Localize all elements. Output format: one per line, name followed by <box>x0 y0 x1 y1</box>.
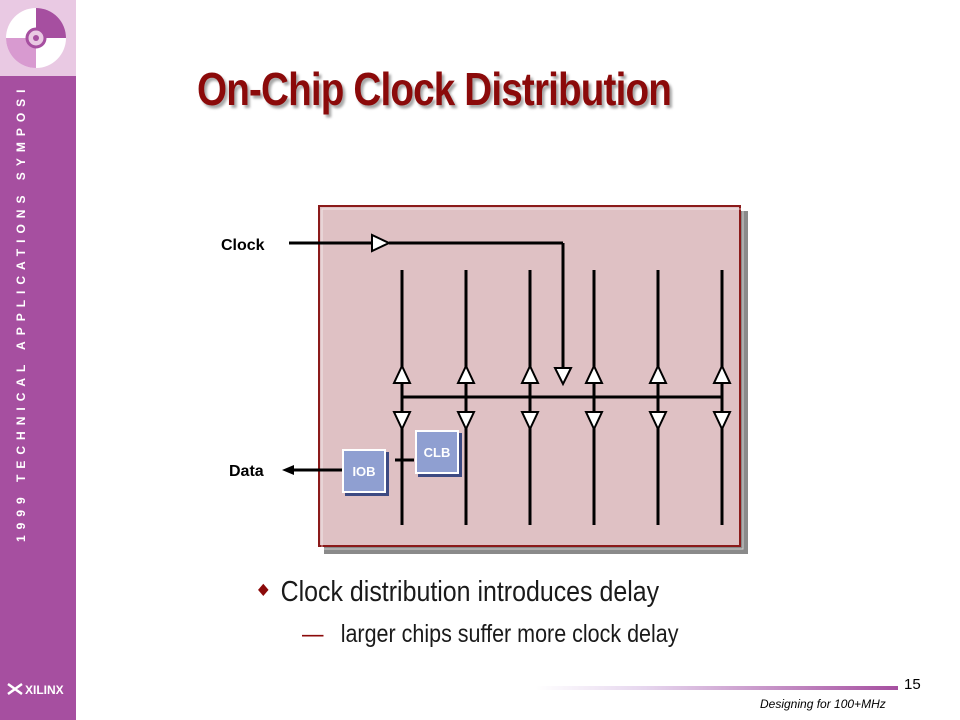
column-buffer-up-icon <box>392 363 412 384</box>
symposium-vertical-text: 1999 TECHNICAL APPLICATIONS SYMPOSIUM <box>14 90 28 542</box>
sidebar: 1999 TECHNICAL APPLICATIONS SYMPOSIUM XI… <box>0 0 76 720</box>
data-label: Data <box>229 463 264 480</box>
clb-block: CLB <box>415 430 459 474</box>
column-buffer-down-icon <box>456 411 476 432</box>
iob-block: IOB <box>342 449 386 493</box>
clock-buffer-down-icon <box>553 367 573 387</box>
clock-label: Clock <box>221 237 265 254</box>
xilinx-logo: XILINX <box>6 678 70 700</box>
diamond-bullet-icon: ◆ <box>258 581 269 599</box>
column-buffer-down-icon <box>712 411 732 432</box>
column-buffer-down-icon <box>520 411 540 432</box>
column-buffer-down-icon <box>392 411 412 432</box>
dash-bullet-icon: — <box>302 620 324 648</box>
column-buffer-down-icon <box>648 411 668 432</box>
footer-text: Designing for 100+MHz <box>760 697 886 711</box>
symposium-text: 1999 TECHNICAL APPLICATIONS SYMPOSIUM <box>14 90 28 542</box>
bullet-sub: — larger chips suffer more clock delay <box>302 620 678 649</box>
data-arrow-icon <box>282 465 294 475</box>
column-buffer-up-icon <box>584 363 604 384</box>
bullet-main: ◆ Clock distribution introduces delay <box>258 576 659 609</box>
page-title: On-Chip Clock Distribution <box>197 63 672 115</box>
bullet-sub-text: larger chips suffer more clock delay <box>340 620 679 648</box>
page-number: 15 <box>904 676 921 693</box>
column-buffer-down-icon <box>584 411 604 432</box>
footer-bar <box>536 686 898 690</box>
column-buffer-up-icon <box>456 363 476 384</box>
bullet-main-text: Clock distribution introduces delay <box>280 576 660 608</box>
cd-logo <box>0 0 76 76</box>
xilinx-logo-text: XILINX <box>25 683 64 697</box>
column-buffer-up-icon <box>520 363 540 384</box>
column-buffer-up-icon <box>648 363 668 384</box>
column-buffer-up-icon <box>712 363 732 384</box>
clock-buffer-icon <box>371 233 392 253</box>
